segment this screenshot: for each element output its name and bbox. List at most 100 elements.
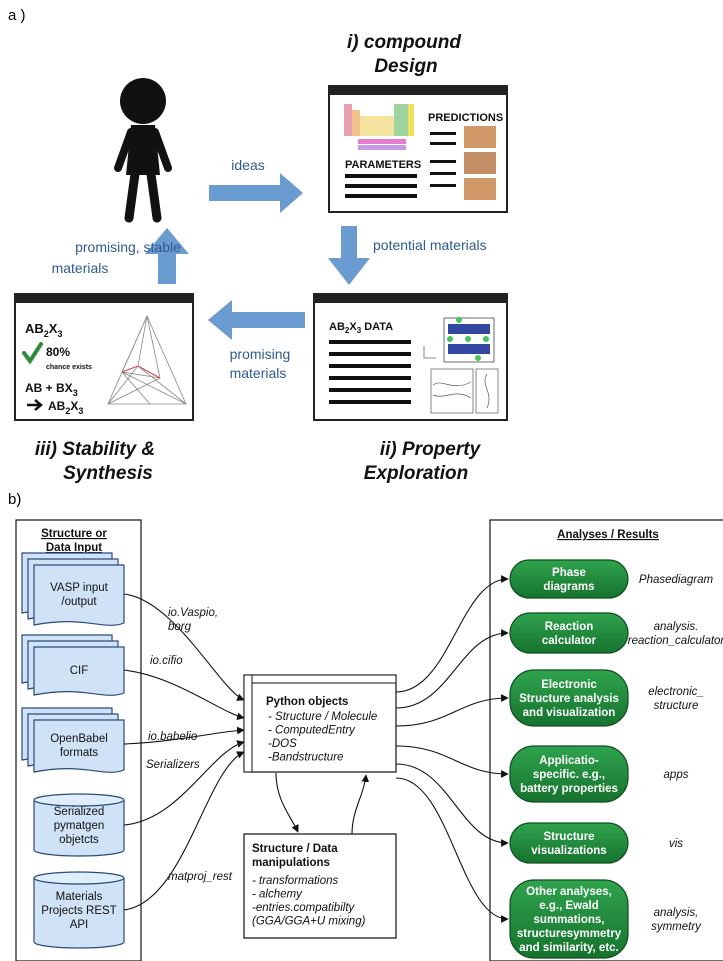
result-label: Other analyses, [526, 886, 612, 898]
design-card: PREDICTIONS PARAMETERS [328, 85, 508, 213]
input-label: /output [61, 596, 97, 608]
stability-percent: 80% [46, 345, 70, 359]
result-item-3: Applicatio-specific. e.g., battery proper… [509, 745, 689, 803]
manipulation-item: (GGA/GGA+U mixing) [252, 916, 366, 928]
input-label: objetcts [59, 834, 99, 846]
result-label: e.g., Ewald [539, 900, 598, 912]
crystal-structure-icon [464, 126, 496, 200]
promising-materials-arrow [208, 300, 305, 340]
input-label: Serialized [54, 806, 105, 818]
result-label: visualizations [531, 845, 606, 857]
arrow-manip-to-py [351, 774, 370, 835]
manipulation-item: -entries.compatibilty [252, 902, 356, 914]
property-data-label: AB2X3 DATA [329, 321, 393, 335]
python-objects-title: Python objects [266, 696, 348, 708]
result-label: Applicatio- [539, 755, 599, 767]
stability-title-1: iii) Stability & [35, 439, 155, 460]
parameters-label: PARAMETERS [345, 159, 421, 171]
connector-arrow-3 [123, 740, 245, 826]
output-arrow-5 [395, 777, 509, 923]
connector-list: io.Vaspio,borgio.cifioio.babelioSerializ… [123, 593, 245, 911]
flow-potential: potential materials [373, 237, 487, 253]
output-arrow-1 [395, 629, 509, 709]
manipulation-item: - alchemy [252, 889, 303, 901]
result-label: Structure analysis [519, 693, 619, 705]
input-item-0: VASP input/output [21, 552, 125, 626]
result-module: Phasediagram [639, 574, 714, 586]
flow-promising-1: promising [230, 346, 291, 362]
flow-promising-stable-1: promising, stable [75, 239, 181, 255]
result-label: Phase [552, 567, 586, 579]
property-title-2: Exploration [364, 463, 469, 484]
ideas-arrow [209, 173, 303, 213]
manipulations-box: Structure / Data manipulations - transfo… [243, 833, 397, 939]
result-module: vis [669, 838, 683, 850]
axes-icon [423, 346, 436, 359]
input-list: VASP input/outputCIFOpenBabelformatsSeri… [21, 552, 125, 949]
connector-arrow-2 [123, 726, 245, 745]
design-title-1: i) compound [347, 32, 461, 53]
connector-label: Serializers [146, 759, 200, 771]
result-item-0: Phase diagrams Phasediagram [509, 559, 714, 599]
stability-card: AB2X3 80% chance exists AB + BX3 AB2X3 [14, 293, 194, 421]
result-label: Structure [543, 831, 594, 843]
result-label: structuresymmetry [517, 928, 622, 940]
result-module: reaction_calculator [628, 635, 723, 647]
property-title-1: ii) Property [380, 439, 482, 460]
result-module: apps [664, 769, 689, 781]
potential-materials-arrow [328, 226, 370, 285]
input-label: Projects REST [41, 905, 116, 917]
result-label: Electronic [541, 679, 597, 691]
person-icon [114, 78, 172, 223]
result-label: specific. e.g., [533, 769, 605, 781]
result-label: diagrams [543, 581, 594, 593]
predictions-label: PREDICTIONS [428, 112, 503, 124]
result-label: summations, [534, 914, 605, 926]
python-objects-box: Python objects - Structure / Molecule- C… [243, 674, 397, 773]
input-label: pymatgen [54, 820, 105, 832]
input-header-1: Structure or [41, 528, 107, 540]
connector-label: matproj_rest [168, 871, 233, 883]
connector-label: io.cifio [150, 655, 183, 667]
connector-label: io.Vaspio, [168, 607, 218, 619]
result-label: Reaction [545, 621, 594, 633]
python-object-item: -DOS [268, 738, 297, 750]
stability-product: AB2X3 [48, 399, 83, 416]
flow-promising-stable-2: materials [52, 260, 109, 276]
input-label: API [70, 919, 89, 931]
arrow-right-icon [27, 399, 43, 411]
phase-triangle-icon [107, 315, 187, 405]
input-item-3: Serialized pymatgen objetcts [33, 793, 125, 857]
connector-arrow-4 [123, 751, 245, 911]
result-item-1: Reactioncalculatoranalysis.reaction_calc… [509, 612, 723, 654]
result-label: and visualization [523, 707, 616, 719]
input-label: CIF [70, 665, 89, 677]
result-label: calculator [542, 635, 597, 647]
result-label: and similarity, etc. [519, 942, 619, 954]
stability-reaction: AB + BX3 [25, 381, 78, 398]
output-arrows [395, 575, 509, 923]
output-arrow-2 [395, 694, 509, 727]
checkmark-icon [22, 342, 43, 365]
input-label: Materials [56, 891, 103, 903]
result-module: electronic_ [648, 686, 704, 698]
input-item-1: CIF [21, 634, 125, 696]
panel-a-label: a ) [8, 7, 26, 24]
manipulations-title: Structure / Data [252, 843, 338, 855]
flow-promising-2: materials [230, 365, 287, 381]
python-object-item: -Bandstructure [268, 752, 343, 764]
result-item-5: Other analyses, e.g., Ewald summations, str… [509, 879, 702, 959]
manipulation-item: - transformations [252, 875, 339, 887]
output-arrow-4 [395, 763, 509, 847]
results-header: Analyses / Results [557, 529, 659, 541]
stability-title-2: Synthesis [63, 463, 153, 484]
band-structure-icon [430, 368, 499, 414]
crystal-lattice-icon [443, 317, 495, 363]
result-label: battery properties [520, 783, 618, 795]
property-card: AB2X3 DATA [313, 293, 508, 421]
arrow-py-to-manip [275, 772, 299, 833]
